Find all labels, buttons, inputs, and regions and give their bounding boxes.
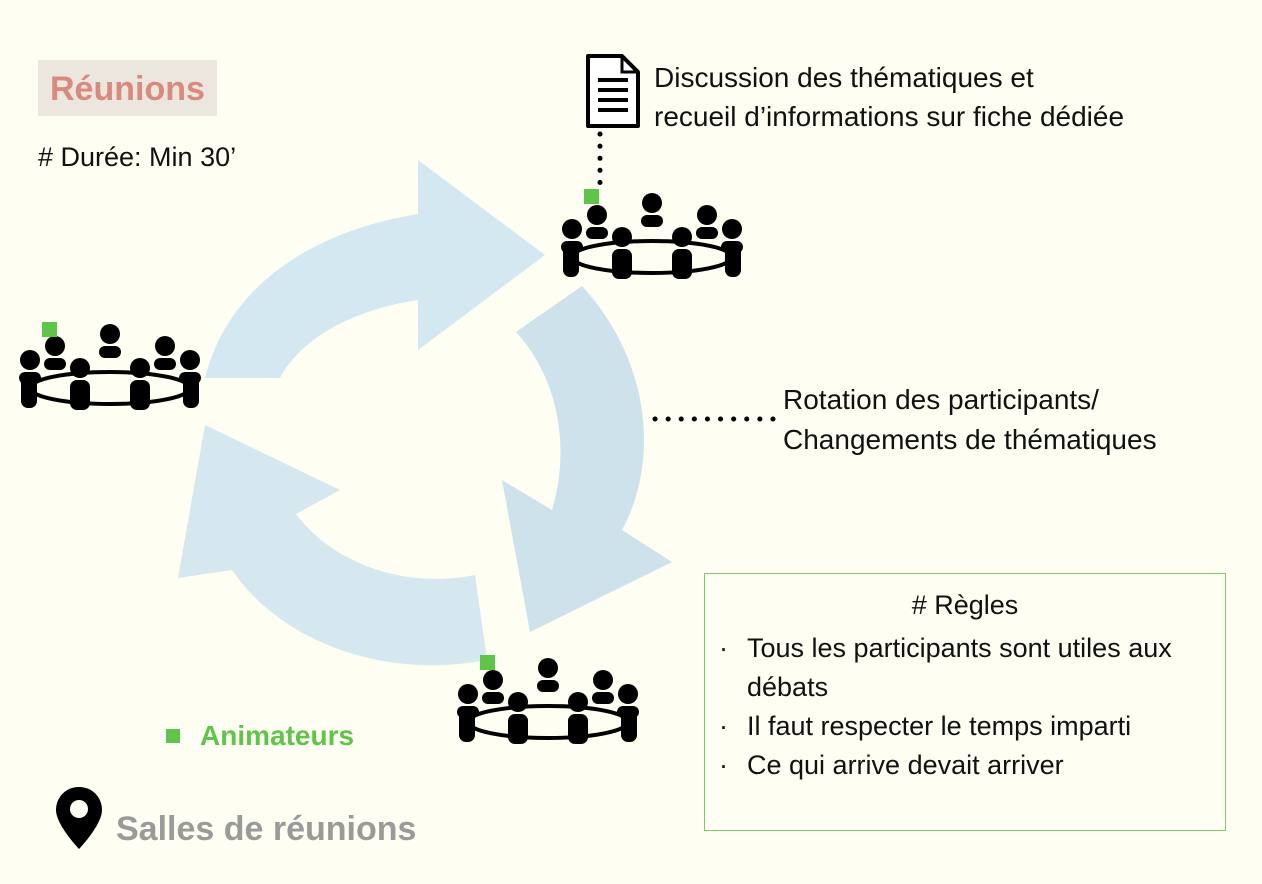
list-item: · Il faut respecter le temps imparti (715, 707, 1217, 746)
rules-box: # Règles · Tous les participants sont uti… (704, 573, 1226, 831)
bullet: · (719, 633, 728, 663)
bullet: · (719, 711, 728, 741)
location-label: Salles de réunions (116, 809, 417, 848)
animator-marker (42, 322, 57, 337)
duration-label: # Durée: Min 30’ (38, 142, 237, 172)
animator-marker (584, 189, 599, 204)
map-pin-icon (56, 787, 102, 849)
rule-text: Ce qui arrive devait arriver (747, 750, 1064, 780)
location: Salles de réunions (54, 785, 416, 851)
rules-list: · Tous les participants sont utiles aux d… (715, 629, 1217, 785)
meeting-table-icon (561, 193, 743, 279)
legend-label: Animateurs (200, 720, 355, 751)
legend: Animateurs (166, 720, 354, 752)
cycle-arrow-top (205, 160, 545, 378)
discussion-line: Discussion des thématiques et (654, 62, 1034, 93)
rotation-line: Rotation des participants/ (783, 384, 1099, 415)
rules-title: # Règles (911, 590, 1019, 620)
rotation-line: Changements de thématiques (783, 424, 1157, 455)
rule-text: Tous les participants sont utiles aux dé… (747, 633, 1172, 702)
discussion-note: Discussion des thématiques et recueil d’… (654, 58, 1124, 136)
legend-swatch (166, 729, 180, 743)
list-item: · Ce qui arrive devait arriver (715, 746, 1217, 785)
meeting-table-icon (457, 658, 639, 744)
cycle-arrow-bottom (178, 425, 487, 666)
rotation-note: Rotation des participants/ Changements d… (783, 380, 1157, 460)
list-item: · Tous les participants sont utiles aux d… (715, 629, 1217, 707)
rule-text: Il faut respecter le temps imparti (747, 711, 1132, 741)
discussion-line: recueil d’informations sur fiche dédiée (654, 101, 1125, 132)
cycle-arrow-right (502, 286, 672, 632)
bullet: · (719, 750, 728, 780)
page-title: Réunions (38, 60, 217, 116)
animator-marker (480, 655, 495, 670)
document-icon (586, 54, 640, 128)
